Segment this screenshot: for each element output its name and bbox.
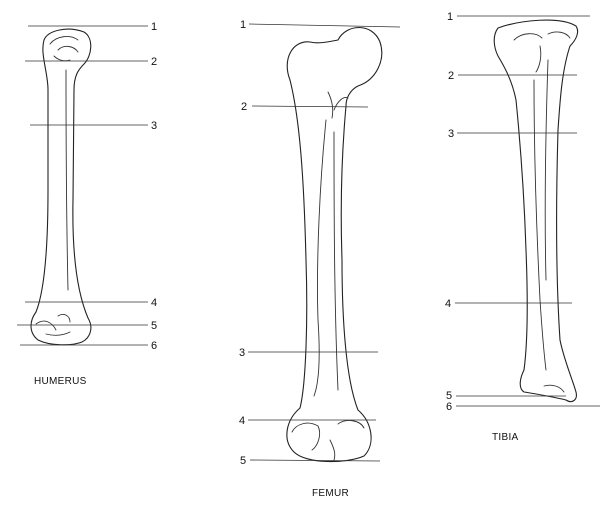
femur-figure: 1 2 3 4 5 FEMUR	[239, 19, 401, 499]
tibia-label-6: 6	[446, 401, 452, 413]
humerus-label-6: 6	[151, 340, 157, 352]
femur-leader-1	[248, 23, 401, 28]
tibia-label-5: 5	[446, 390, 452, 402]
femur-neck-detail	[327, 91, 349, 119]
femur-title: FEMUR	[312, 488, 349, 499]
tibia-title: TIBIA	[492, 432, 519, 443]
humerus-label-4: 4	[151, 297, 157, 309]
humerus-label-1: 1	[151, 21, 157, 33]
tibia-label-4: 4	[445, 298, 451, 310]
femur-shaft-line-2	[333, 131, 339, 391]
femur-shaft-line	[313, 119, 327, 397]
humerus-label-5: 5	[151, 320, 157, 332]
femur-leader-5	[249, 459, 381, 462]
humerus-title: HUMERUS	[34, 376, 87, 387]
femur-condyle-detail	[291, 420, 365, 461]
tibia-malleolus-detail	[543, 384, 565, 393]
femur-label-1: 1	[240, 19, 246, 31]
humerus-shaft-line	[65, 69, 69, 291]
humerus-figure: 1 2 3 4 5 6 HUMERUS	[17, 21, 157, 387]
tibia-label-3: 3	[448, 128, 454, 140]
tibia-label-1: 1	[447, 11, 453, 23]
tibia-head-detail	[513, 31, 571, 73]
tibia-shaft-line	[544, 59, 549, 281]
humerus-head-detail	[49, 36, 79, 62]
femur-label-3: 3	[239, 347, 245, 359]
femur-label-5: 5	[240, 455, 246, 467]
humerus-bone	[30, 28, 92, 346]
tibia-label-2: 2	[448, 70, 454, 82]
femur-label-4: 4	[239, 415, 245, 427]
tibia-crest-line	[533, 79, 547, 371]
humerus-label-2: 2	[151, 56, 157, 68]
humerus-condyle-detail	[35, 313, 71, 336]
femur-leader-2	[251, 105, 369, 108]
humerus-label-3: 3	[151, 120, 157, 132]
femur-label-2: 2	[241, 101, 247, 113]
tibia-figure: 1 2 3 4 5 6 TIBIA	[445, 11, 600, 443]
